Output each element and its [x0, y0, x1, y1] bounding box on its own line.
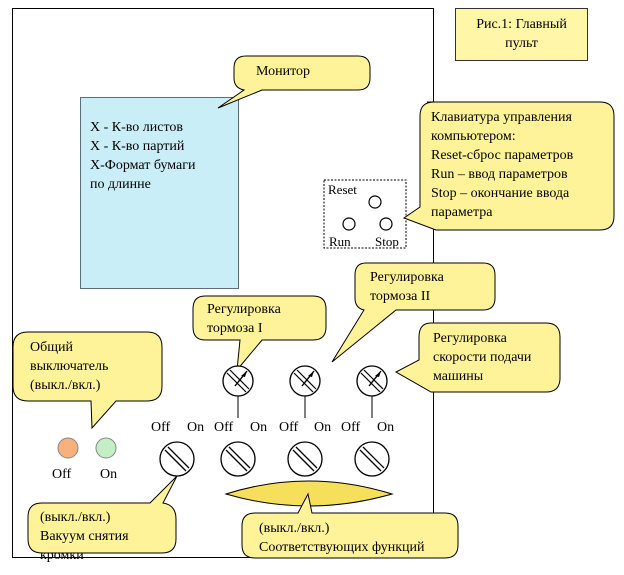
brake-one-callout [192, 295, 327, 372]
main-switch-off-label: Off [52, 467, 72, 482]
main-switch-callout-text: Общий выключатель (выкл./вкл.) [30, 338, 108, 395]
brake-one-callout-line: тормоза I [207, 321, 263, 336]
run-key-label: Run [329, 234, 351, 249]
functions-callout-line: Соответствующих функций [259, 540, 425, 555]
keyboard-callout-line: Stop – окончание ввода [431, 186, 570, 201]
figure-title-line: пульт [505, 36, 538, 51]
stop-key [379, 217, 393, 231]
keyboard-callout-line: Reset-сброс параметров [431, 148, 574, 163]
monitor-line-length: по длинне [90, 177, 151, 192]
off-lamp [57, 437, 79, 459]
brake-two-callout-text: Регулировка тормоза II [370, 268, 444, 306]
monitor-callout [217, 55, 371, 109]
brake-two-callout [331, 262, 496, 363]
toggle-on-label: On [314, 420, 332, 435]
brake-two-callout-line: Регулировка [370, 270, 444, 285]
figure-title-line: Рис.1: Главный [476, 17, 567, 32]
monitor-callout-label: Монитор [256, 64, 311, 79]
feed-speed-knob [356, 365, 388, 397]
brake-one-knob [222, 365, 254, 397]
main-switch-on-label: On [100, 467, 118, 482]
feed-speed-callout-text: Регулировка скорости подачи машины [433, 329, 531, 386]
on-lamp [95, 437, 117, 459]
brake-one-callout-text: Регулировка тормоза I [207, 300, 281, 338]
keyboard-box [323, 179, 407, 249]
function-toggle-1 [220, 441, 256, 477]
feed-speed-callout-line: Регулировка [433, 331, 507, 346]
toggle-off-label: Off [341, 420, 361, 435]
main-switch-callout-line: выключатель [30, 359, 109, 374]
keyboard-callout-line: Run – ввод параметров [431, 167, 568, 182]
keyboard-callout-line: Клавиатура управления [431, 110, 572, 125]
keyboard-callout-text: Клавиатура управления компьютером: Reset… [431, 108, 573, 222]
functions-callout [241, 492, 459, 559]
functions-callout-line: (выкл./вкл.) [259, 521, 330, 536]
main-switch-callout-line: (выкл./вкл.) [30, 378, 101, 393]
brake-two-knob [289, 365, 321, 397]
brake-two-callout-line: тормоза II [370, 289, 431, 304]
toggle-off-label: Off [151, 420, 171, 435]
monitor-line-sheets: X - К-во листов [90, 120, 184, 135]
feed-speed-callout [394, 322, 561, 393]
keyboard-callout-line: параметра [431, 205, 493, 220]
function-toggle-3 [354, 441, 390, 477]
monitor-screen [80, 97, 239, 289]
feed-speed-callout-line: скорости подачи [433, 350, 532, 365]
vacuum-callout [27, 475, 178, 554]
vacuum-callout-line: (выкл./вкл.) [40, 510, 111, 525]
main-switch-callout-line: Общий [30, 340, 73, 355]
brake-one-callout-line: Регулировка [207, 302, 281, 317]
toggle-off-label: Off [279, 420, 299, 435]
stop-key-label: Stop [375, 234, 399, 249]
functions-callout-text: (выкл./вкл.) Соответствующих функций [259, 519, 425, 557]
vacuum-callout-line: Вакуум снятия [40, 529, 129, 544]
monitor-line-batches: X - К-во партий [90, 139, 185, 154]
monitor-line-format: X-Формат бумаги [90, 158, 196, 173]
keyboard-callout [402, 101, 615, 231]
function-toggle-2 [287, 441, 323, 477]
feed-speed-callout-line: машины [433, 369, 484, 384]
keyboard-callout-line: компьютером: [431, 129, 516, 144]
toggle-on-label: On [187, 420, 205, 435]
vacuum-toggle [159, 441, 195, 477]
monitor-readout: X - К-во листов X - К-во партий X-Формат… [90, 118, 195, 194]
toggle-on-label: On [377, 420, 395, 435]
main-switch-callout [12, 331, 163, 430]
figure-title: Рис.1: Главный пульт [455, 8, 588, 61]
reset-key [368, 195, 382, 209]
function-group-lens [224, 480, 394, 507]
run-key [342, 217, 356, 231]
reset-key-label: Reset [328, 182, 357, 197]
toggle-off-label: Off [214, 420, 234, 435]
toggle-on-label: On [250, 420, 268, 435]
vacuum-callout-line: кромки [40, 548, 84, 563]
vacuum-callout-text: (выкл./вкл.) Вакуум снятия кромки [40, 508, 129, 565]
